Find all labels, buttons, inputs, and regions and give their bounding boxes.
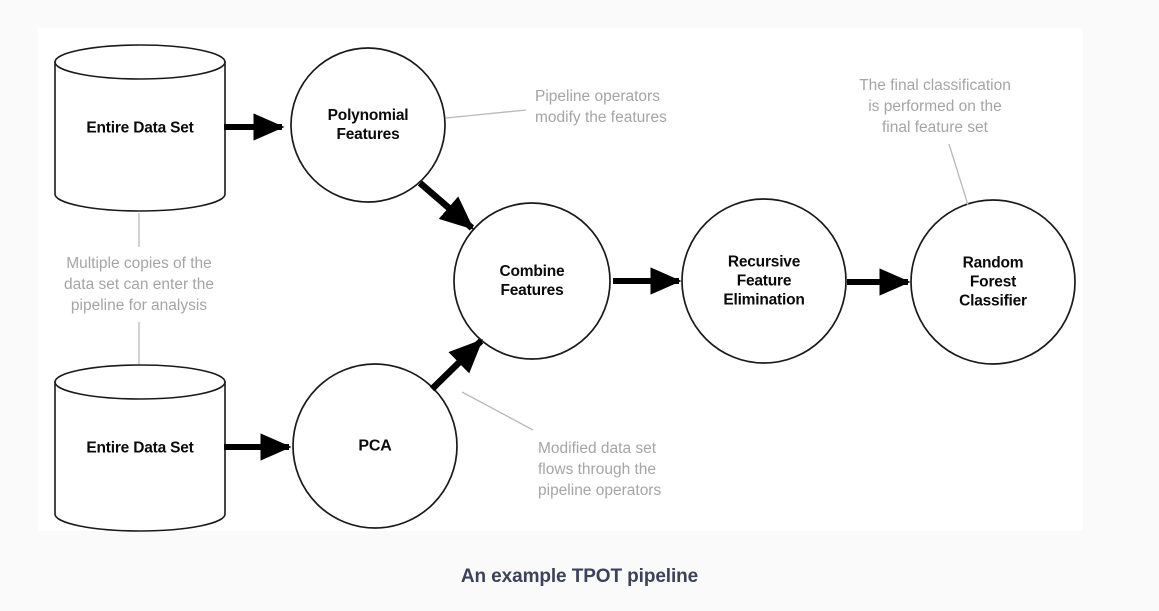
figure-caption: An example TPOT pipeline — [460, 566, 699, 587]
diagram-panel — [38, 28, 1083, 531]
